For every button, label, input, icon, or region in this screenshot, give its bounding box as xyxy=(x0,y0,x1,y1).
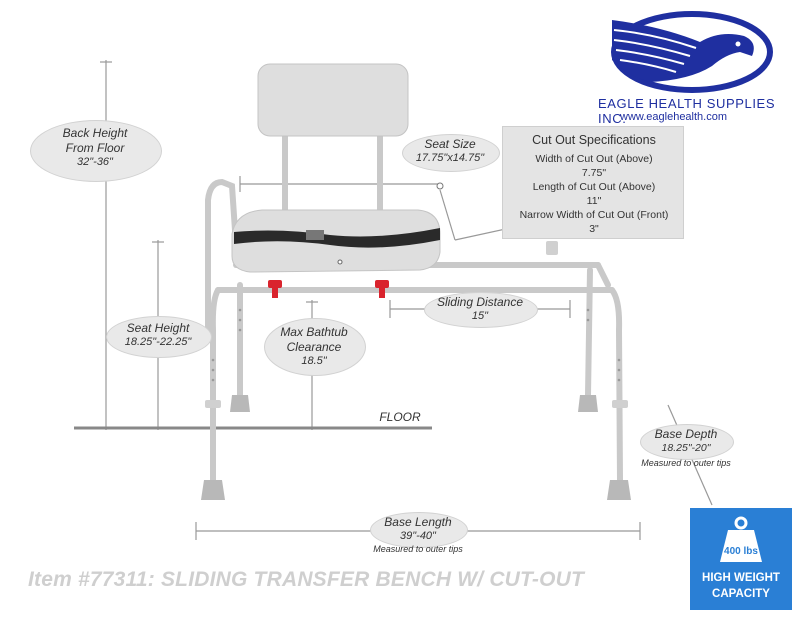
seat-height-bubble xyxy=(106,316,212,358)
cutout-length-label: Length of Cut Out (Above) xyxy=(532,181,656,193)
cutout-length-value: 11" xyxy=(586,195,602,207)
seat-height-title: Seat Height xyxy=(126,321,190,335)
base-depth-title: Base Depth xyxy=(654,427,718,441)
back-height-title1: Back Height xyxy=(62,126,128,140)
base-depth-note: Measured to outer tips xyxy=(641,458,731,468)
brand-name: EAGLE HEALTH SUPPLIES INC. xyxy=(598,96,776,126)
cutout-marker xyxy=(337,259,343,265)
sliding-distance-value: 15" xyxy=(471,310,489,322)
sliding-distance-title: Sliding Distance xyxy=(436,295,524,309)
cutout-width-label: Width of Cut Out (Above) xyxy=(535,153,653,165)
back-height-bubble xyxy=(30,120,162,182)
base-depth-bubble xyxy=(640,424,734,460)
cutout-width-value: 7.75" xyxy=(581,167,607,179)
max-bathtub-value: 18.5" xyxy=(301,355,327,367)
base-length-bubble xyxy=(370,512,468,548)
floor-label: FLOOR xyxy=(379,410,421,424)
cutout-specs-box: Cut Out Specifications Width of Cut Out … xyxy=(502,126,684,239)
max-bathtub-title1: Max Bathtub xyxy=(280,325,348,339)
seat-marker xyxy=(436,182,444,190)
weight-value: 400 lbs xyxy=(724,546,758,557)
cutout-specs-title: Cut Out Specifications xyxy=(532,133,656,147)
weight-capacity-badge: 400 lbs HIGH WEIGHT CAPACITY xyxy=(690,508,792,610)
leg-clips xyxy=(205,241,628,408)
cutout-narrow-label: Narrow Width of Cut Out (Front) xyxy=(519,209,669,221)
back-height-value: 32"-36" xyxy=(77,156,113,168)
max-bathtub-title2: Clearance xyxy=(286,340,342,354)
leg-holes xyxy=(211,308,621,382)
backrest xyxy=(257,63,409,137)
seat-strap xyxy=(234,228,440,248)
seat-size-title: Seat Size xyxy=(424,137,476,151)
base-length-value: 39"-40" xyxy=(400,530,436,542)
brand-url[interactable]: www.eaglehealth.com xyxy=(620,111,728,123)
eagle-logo-icon xyxy=(611,11,773,93)
seat-size-bubble xyxy=(402,134,500,172)
back-height-title2: From Floor xyxy=(65,141,125,155)
weight-icon xyxy=(720,516,762,562)
base-length-title: Base Length xyxy=(384,515,452,529)
release-knobs xyxy=(268,280,389,298)
badge-line2: CAPACITY xyxy=(712,588,770,600)
base-length-note: Measured to outer tips xyxy=(373,544,463,554)
badge-line1: HIGH WEIGHT xyxy=(702,572,780,584)
base-depth-value: 18.25"-20" xyxy=(661,442,711,454)
item-title: Item #77311: SLIDING TRANSFER BENCH W/ C… xyxy=(28,568,585,591)
strap-buckle xyxy=(306,230,324,240)
rubber-feet xyxy=(201,395,631,500)
cutout-narrow-value: 3" xyxy=(589,223,599,235)
seat-size-value: 17.75"x14.75" xyxy=(415,152,485,164)
max-bathtub-bubble xyxy=(264,318,366,376)
sliding-distance-bubble xyxy=(424,292,538,328)
seat-height-value: 18.25"-22.25" xyxy=(124,336,192,348)
